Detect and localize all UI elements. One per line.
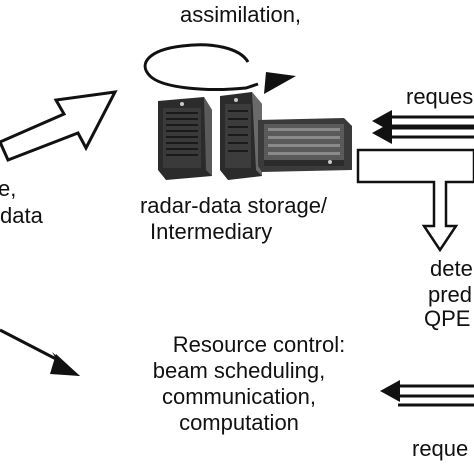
label-qpe: QPE xyxy=(424,306,471,331)
label-assimilation: assimilation, xyxy=(180,2,302,27)
label-resource-line4: computation xyxy=(179,410,299,435)
request-arrowhead-2 xyxy=(372,122,392,144)
label-detect: dete xyxy=(430,256,473,281)
label-storage-line1: radar-data storage/ xyxy=(139,193,328,218)
resource-input-line xyxy=(0,328,59,362)
label-partial-e: e, xyxy=(0,176,17,201)
label-storage-line2: Intermediary xyxy=(150,219,273,244)
label-partial-data: data xyxy=(0,203,43,228)
input-data-arrow xyxy=(0,90,118,162)
assimilation-loop-arrow xyxy=(143,43,259,91)
label-request-bottom: reque xyxy=(412,436,469,461)
request-arrowhead-3 xyxy=(380,380,400,402)
label-pred: pred xyxy=(428,282,473,307)
label-request-top: reques xyxy=(406,84,474,109)
radar-data-storage-servers xyxy=(158,92,352,180)
label-resource-line2: beam scheduling, xyxy=(152,358,326,383)
label-resource-line1: Resource control: xyxy=(172,332,346,357)
label-resource-line3: communication, xyxy=(161,384,317,409)
assimilation-arrowhead xyxy=(264,72,296,94)
detection-output-arrow xyxy=(356,148,474,253)
